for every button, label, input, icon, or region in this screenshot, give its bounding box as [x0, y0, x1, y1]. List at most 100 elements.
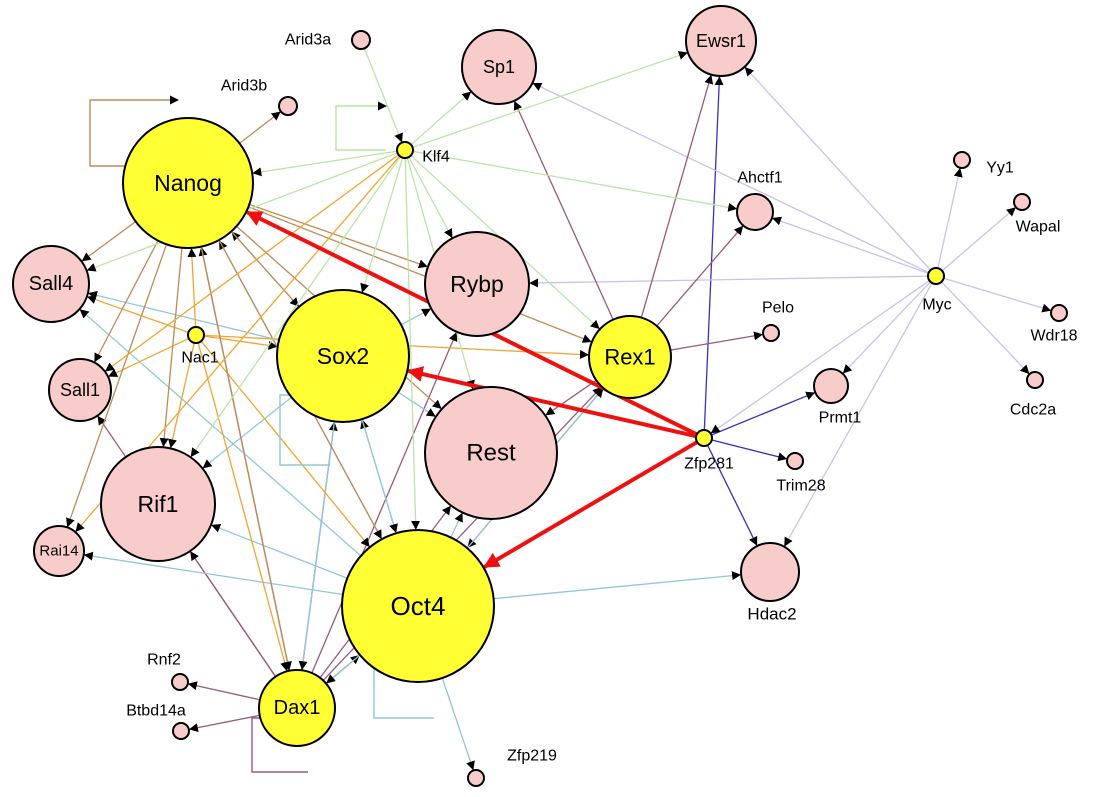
node-circle-rai14[interactable]: [33, 525, 85, 577]
edge-nac1-to-rif1: [168, 342, 195, 449]
edge-nanog-to-rif1: [159, 247, 183, 448]
edge-nac1-to-sall4: [86, 295, 189, 333]
node-circle-arid3a[interactable]: [351, 30, 371, 50]
node-trim28[interactable]: Trim28: [776, 452, 826, 495]
node-sall4[interactable]: Sall4: [12, 245, 90, 323]
node-label-rybp: Rybp: [450, 271, 504, 297]
node-label-sp1: Sp1: [483, 57, 515, 77]
node-label-klf4: Klf4: [422, 149, 450, 166]
node-rnf2[interactable]: Rnf2: [147, 652, 189, 691]
node-rest[interactable]: Rest: [424, 386, 558, 520]
node-klf4[interactable]: Klf4: [396, 141, 450, 166]
node-circle-zfp219[interactable]: [467, 769, 485, 787]
node-label-ahctf1: Ahctf1: [737, 170, 782, 187]
node-nac1[interactable]: Nac1: [181, 326, 219, 367]
node-circle-btbd14a[interactable]: [172, 722, 190, 740]
node-circle-ewsr1[interactable]: [685, 5, 757, 77]
node-myc[interactable]: Myc: [922, 267, 952, 314]
edge-myc-to-wapal: [941, 207, 1016, 272]
node-sall1[interactable]: Sall1: [48, 358, 112, 422]
node-ewsr1[interactable]: Ewsr1: [685, 5, 757, 77]
edge-zfp281-to-prmt1: [711, 391, 816, 436]
node-hdac2[interactable]: Hdac2: [740, 542, 800, 624]
edge-klf4-to-rybp: [408, 156, 453, 239]
node-circle-sall4[interactable]: [12, 245, 90, 323]
node-circle-oct4[interactable]: [341, 529, 495, 683]
node-ahctf1[interactable]: Ahctf1: [736, 170, 783, 231]
node-label-hdac2: Hdac2: [747, 605, 796, 624]
node-label-dax1: Dax1: [274, 697, 321, 719]
edge-klf4-to-rif1: [190, 156, 401, 458]
node-label-prmt1: Prmt1: [819, 410, 862, 427]
node-circle-yy1[interactable]: [953, 151, 971, 169]
node-label-wdr18: Wdr18: [1030, 328, 1077, 345]
node-label-rif1: Rif1: [138, 491, 179, 517]
edge-sox2-to-dax1: [298, 421, 336, 671]
node-circle-cdc2a[interactable]: [1026, 371, 1044, 389]
node-circle-nanog[interactable]: [122, 117, 254, 249]
node-prmt1[interactable]: Prmt1: [813, 368, 862, 427]
edge-nanog-to-sox2: [230, 230, 299, 307]
node-wdr18[interactable]: Wdr18: [1030, 304, 1078, 345]
node-cdc2a[interactable]: Cdc2a: [1010, 371, 1056, 419]
node-circle-zfp281[interactable]: [695, 429, 713, 447]
node-circle-rif1[interactable]: [100, 446, 216, 562]
node-pelo[interactable]: Pelo: [762, 300, 794, 342]
node-wapal[interactable]: Wapal: [1013, 193, 1060, 236]
node-circle-sp1[interactable]: [461, 29, 537, 105]
node-rybp[interactable]: Rybp: [424, 231, 530, 337]
node-circle-pelo[interactable]: [762, 324, 780, 342]
node-label-ewsr1: Ewsr1: [696, 31, 746, 51]
node-rex1[interactable]: Rex1: [588, 315, 672, 399]
edge-myc-to-sp1: [532, 82, 930, 274]
node-zfp219[interactable]: Zfp219: [467, 748, 557, 787]
node-dax1[interactable]: Dax1: [258, 669, 336, 747]
node-circle-rnf2[interactable]: [171, 673, 189, 691]
edge-myc-to-zfp281: [710, 280, 930, 434]
node-circle-prmt1[interactable]: [813, 368, 849, 404]
node-sox2[interactable]: Sox2: [276, 289, 410, 423]
edge-myc-to-hdac2: [784, 282, 933, 547]
node-sp1[interactable]: Sp1: [461, 29, 537, 105]
node-zfp281[interactable]: Zfp281: [684, 429, 734, 473]
edge-sox2-to-oct4: [361, 419, 398, 534]
edge-oct4-to-rai14: [83, 551, 343, 596]
edge-arid3a-to-klf4: [363, 48, 403, 143]
edge-nac1-to-dax1: [197, 342, 290, 672]
node-rif1[interactable]: Rif1: [100, 446, 216, 562]
edge-nanog-to-sall1: [94, 240, 159, 363]
node-yy1[interactable]: Yy1: [953, 151, 1014, 177]
node-label-cdc2a: Cdc2a: [1010, 402, 1056, 419]
node-circle-rybp[interactable]: [424, 231, 530, 337]
node-circle-dax1[interactable]: [258, 669, 336, 747]
node-label-arid3b: Arid3b: [221, 78, 267, 95]
edge-zfp281-to-sox2: [406, 366, 697, 439]
node-arid3a[interactable]: Arid3a: [285, 30, 371, 50]
node-circle-arid3b[interactable]: [278, 96, 298, 116]
node-circle-ahctf1[interactable]: [736, 193, 774, 231]
node-nanog[interactable]: Nanog: [122, 117, 254, 249]
node-oct4[interactable]: Oct4: [341, 529, 495, 683]
node-circle-sox2[interactable]: [276, 289, 410, 423]
node-circle-sall1[interactable]: [48, 358, 112, 422]
edge-rex1-to-rest: [545, 379, 597, 416]
edge-rex1-to-ahctf1: [656, 225, 744, 327]
node-circle-wapal[interactable]: [1013, 193, 1031, 211]
node-circle-klf4[interactable]: [396, 141, 414, 159]
node-circle-rest[interactable]: [424, 386, 558, 520]
edge-nanog-to-rex1: [248, 206, 592, 343]
edge-zfp281-to-trim28: [711, 439, 788, 462]
node-circle-nac1[interactable]: [187, 326, 205, 344]
node-circle-rex1[interactable]: [588, 315, 672, 399]
node-btbd14a[interactable]: Btbd14a: [126, 703, 190, 740]
node-label-pelo: Pelo: [762, 300, 794, 317]
node-arid3b[interactable]: Arid3b: [221, 78, 298, 116]
node-circle-hdac2[interactable]: [740, 542, 800, 602]
node-circle-myc[interactable]: [927, 267, 945, 285]
node-circle-wdr18[interactable]: [1050, 304, 1068, 322]
edge-klf4-to-oct4: [404, 157, 421, 530]
node-rai14[interactable]: Rai14: [33, 525, 85, 577]
node-circle-trim28[interactable]: [786, 452, 804, 470]
